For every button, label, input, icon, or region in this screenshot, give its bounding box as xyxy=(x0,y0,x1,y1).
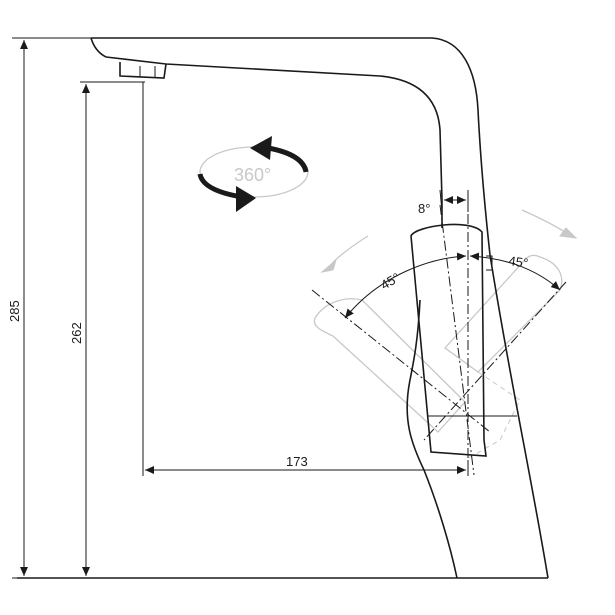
tilt-arrow-left-icon xyxy=(320,235,369,273)
faucet-body xyxy=(17,37,549,579)
ghost-handle-right xyxy=(444,254,563,461)
total-height-label: 285 xyxy=(7,300,22,322)
dimension-spout-height: 262 xyxy=(69,81,145,576)
dimension-total-height: 285 xyxy=(7,37,91,579)
spout-reach-label: 173 xyxy=(286,454,308,469)
centre-lines xyxy=(311,196,567,478)
tilt-arrow-right-icon xyxy=(521,209,578,239)
aerator xyxy=(119,62,167,79)
tilt-left-label: 45° xyxy=(378,270,403,293)
spout-height-label: 262 xyxy=(69,322,84,344)
ghost-handle-left xyxy=(313,298,466,433)
angle-arcs xyxy=(344,189,561,319)
tilt-right-label: 45° xyxy=(508,253,530,271)
swivel-rotation-icon: 360° xyxy=(197,136,309,212)
dimension-spout-reach: 173 xyxy=(142,82,469,476)
lever-offset-label: 8° xyxy=(418,201,430,216)
swivel-label: 360° xyxy=(234,165,271,185)
